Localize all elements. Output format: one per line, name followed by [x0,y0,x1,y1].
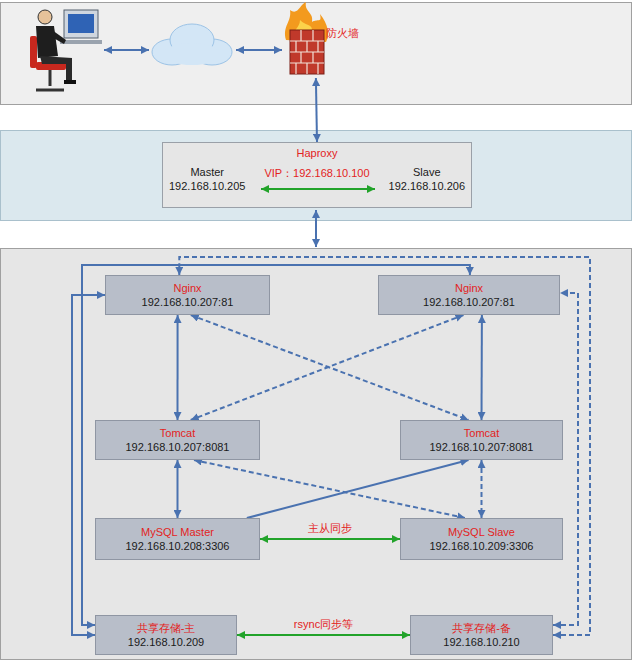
sync-label: 主从同步 [306,521,354,535]
sync-label: rsync同步等 [292,617,355,631]
proxy-band [1,131,632,221]
head [38,10,52,24]
link-connector [177,460,179,518]
user-link [104,49,149,51]
node-title: Tomcat [464,426,499,440]
cloud-link [236,49,282,51]
node-address: 192.168.10.207:8081 [430,440,534,454]
firewall-node: 防火墙 [280,4,372,78]
node-address: 192.168.10.208:3306 [126,539,230,553]
node-title: Tomcat [160,426,195,440]
monitor [64,10,98,38]
standby-connector [191,315,464,420]
firewall-icon [285,2,328,74]
standby-connector [481,460,483,518]
screen [68,14,94,33]
storage-box: 共享存储-主192.168.10.209 [95,615,237,655]
node-address: Master 192.168.10.205 [169,165,245,193]
cloud-icon [152,24,232,65]
standby-connector [194,460,465,518]
node-address: Slave 192.168.10.206 [389,165,465,193]
standby-connector [191,315,469,420]
chair-post [49,70,52,86]
link-connector [177,315,179,420]
proxy-to-servers [315,210,317,247]
storage-box: 共享存储-备192.168.10.210 [410,615,553,655]
mysql-box: MySQL Slave192.168.10.209:3306 [400,518,563,560]
keyboard [60,40,102,44]
mysql-box: MySQL Master192.168.10.208:3306 [95,518,260,560]
node-title: 共享存储-备 [452,621,511,635]
sync-connector [260,538,400,540]
node-title: Nginx [455,281,483,295]
cloud-part [164,43,220,65]
node-title: Nginx [173,281,201,295]
link-connector [247,460,469,518]
legs [40,56,72,80]
brick-wall [290,30,324,74]
node-title: MySQL Master [141,525,214,539]
nginx-box: Nginx192.168.10.207:81 [105,275,270,315]
chair-base [36,89,64,92]
node-title: Haproxy [297,146,338,160]
tomcat-box: Tomcat192.168.10.207:8081 [400,420,563,460]
node-address: 192.168.10.207:81 [142,295,234,309]
haproxy-box: HaproxyMaster 192.168.10.205 VIP：192.168.… [162,142,472,208]
link-connector [72,295,105,635]
node-address: 192.168.10.207:8081 [126,440,230,454]
node-address: 192.168.10.207:81 [423,295,515,309]
body [36,26,58,58]
node-address: 192.168.10.209 [128,635,204,649]
chair-back [30,36,37,68]
node-address: 192.168.10.210 [443,635,519,649]
node-title: 共享存储-主 [137,621,196,635]
node-title: VIP：192.168.10.100 [264,166,369,180]
sync-connector [237,634,410,636]
server-band [1,249,632,660]
arm [50,30,66,44]
link-connector [316,78,317,142]
link-connector [481,315,483,420]
node-title: MySQL Slave [448,525,515,539]
user-icon [30,10,102,90]
tomcat-box: Tomcat192.168.10.207:8081 [95,420,260,460]
vip-line [261,188,375,190]
node-address: 192.168.10.209:3306 [430,539,534,553]
nginx-box: Nginx192.168.10.207:81 [378,275,560,315]
shoe [64,80,76,84]
mortar [290,30,324,74]
node-title: 防火墙 [326,26,359,40]
